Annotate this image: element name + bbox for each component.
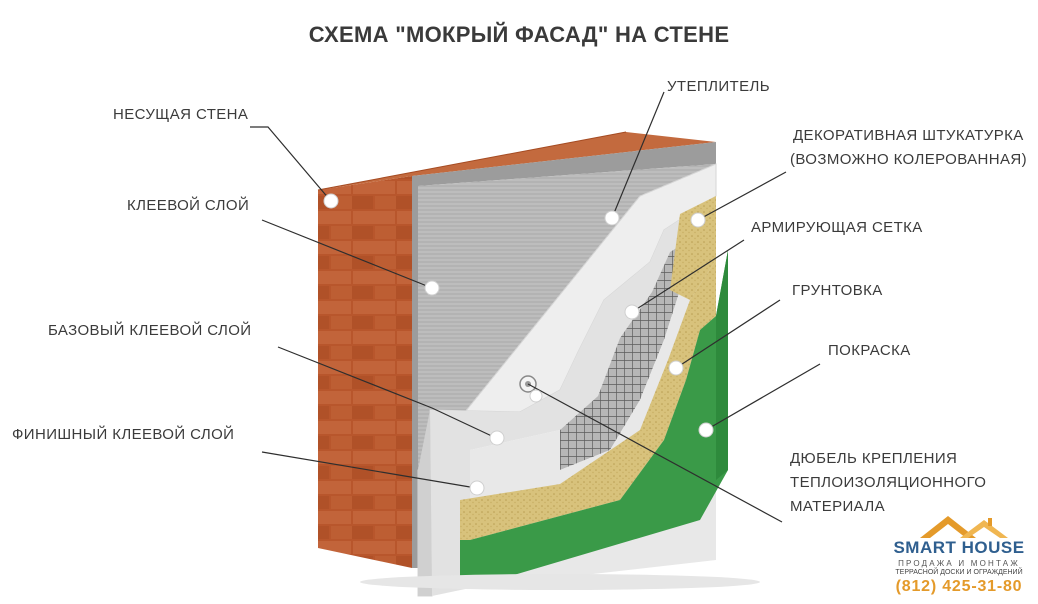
leader-primer — [675, 299, 781, 369]
brick-wall-front — [318, 176, 412, 568]
label-decor-plaster-2: (ВОЗМОЖНО КОЛЕРОВАННАЯ) — [790, 151, 1028, 168]
marker-finish-adhesive — [469, 480, 485, 496]
logo-phone: (812) 425-31-80 — [895, 578, 1023, 595]
leader-finish-adhesive — [261, 451, 477, 489]
smart-house-logo: SMART HOUSE ПРОДАЖА И МОНТАЖ ТЕРРАСНОЙ Д… — [880, 510, 1038, 604]
page-title: СХЕМА "МОКРЫЙ ФАСАД" НА СТЕНЕ — [308, 22, 730, 47]
label-dowel-2: ТЕПЛОИЗОЛЯЦИОННОГО — [790, 474, 987, 491]
label-reinforcing-mesh: АРМИРУЮЩАЯ СЕТКА — [751, 219, 923, 236]
brick-wall-top — [318, 132, 716, 190]
leader-insulation — [611, 91, 665, 219]
leader-bearing-wall — [250, 126, 331, 201]
leader-dowel — [527, 383, 783, 523]
marker-adhesive — [424, 280, 440, 296]
house-roof-icon — [920, 516, 1008, 538]
label-primer: ГРУНТОВКА — [792, 282, 883, 299]
leader-decor-plaster — [697, 171, 787, 221]
label-dowel-1: ДЮБЕЛЬ КРЕПЛЕНИЯ — [790, 450, 958, 467]
label-decor-plaster-1: ДЕКОРАТИВНАЯ ШТУКАТУРКА — [793, 127, 1024, 144]
marker-mesh — [624, 304, 640, 320]
marker-base-adhesive — [489, 430, 505, 446]
adhesive-layer-face — [418, 164, 716, 470]
marker-paint — [698, 422, 714, 438]
marker-insulation — [604, 210, 620, 226]
label-adhesive-layer: КЛЕЕВОЙ СЛОЙ — [127, 197, 250, 214]
marker-dowel — [529, 389, 543, 403]
label-bearing-wall: НЕСУЩАЯ СТЕНА — [113, 106, 249, 123]
marker-bearing-wall — [323, 193, 339, 209]
marker-primer — [668, 360, 684, 376]
leader-paint — [705, 363, 821, 431]
marker-decor-plaster — [690, 212, 706, 228]
logo-subline: ТЕРРАСНОЙ ДОСКИ И ОГРАЖДЕНИЙ — [895, 569, 1023, 576]
logo-tagline: ПРОДАЖА И МОНТАЖ — [898, 559, 1020, 568]
label-dowel-3: МАТЕРИАЛА — [790, 498, 886, 515]
leader-base-adhesive — [277, 346, 497, 439]
label-finish-adhesive-layer: ФИНИШНЫЙ КЛЕЕВОЙ СЛОЙ — [12, 426, 235, 443]
paint-layer-shape — [460, 250, 728, 588]
leader-adhesive-layer — [261, 219, 433, 289]
label-paint: ПОКРАСКА — [828, 342, 911, 359]
label-insulation: УТЕПЛИТЕЛЬ — [667, 78, 770, 95]
insulation-step — [430, 196, 716, 596]
leader-mesh — [631, 239, 745, 313]
logo-name: SMART HOUSE — [893, 538, 1025, 557]
label-base-adhesive-layer: БАЗОВЫЙ КЛЕЕВОЙ СЛОЙ — [48, 322, 252, 339]
decorative-plaster-shape — [460, 260, 716, 540]
